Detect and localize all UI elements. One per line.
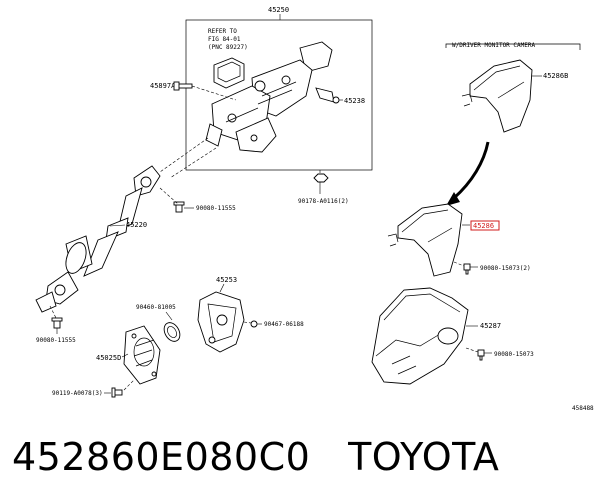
label-90460: 90460-81005 — [136, 304, 176, 311]
bracket-45253 — [197, 291, 245, 353]
leader-90080-15073-2-dash — [453, 261, 465, 267]
label-90467: 90467-06188 — [264, 321, 304, 328]
caption: 452860E080C0 TOYOTA — [12, 432, 592, 482]
transition-arrow — [453, 141, 490, 200]
leader-90080-lower-dash — [49, 305, 57, 319]
nut-45238 — [332, 96, 340, 104]
leader-45253 — [219, 283, 225, 293]
label-90080-upper: 90080-11555 — [196, 205, 236, 212]
bolt-90467 — [250, 320, 258, 328]
refer-note-line2: FIG 84-01 — [208, 36, 241, 43]
bolt-45897a — [173, 81, 193, 91]
column-shaft-dash — [159, 137, 217, 179]
cover-45286-highlighted — [387, 203, 463, 277]
intermediate-shaft-45220 — [35, 165, 161, 313]
bolt-90080-upper — [173, 201, 185, 213]
label-45238: 45238 — [344, 97, 365, 105]
label-45253: 45253 — [216, 276, 237, 284]
leader-45897a — [191, 85, 237, 101]
upper-cover-45286b — [461, 59, 533, 133]
label-45220: 45220 — [126, 221, 147, 229]
leader-90080-upper-dash — [159, 187, 179, 205]
label-90080-15073: 90080-15073 — [494, 351, 534, 358]
steering-column-body — [205, 41, 335, 153]
screw-90080-15073 — [477, 349, 485, 361]
parts-diagram: 45250 REFER TO FIG 84-01 (PNC 89227) 458… — [35, 6, 594, 412]
nut-90178 — [313, 173, 329, 183]
boot-45025d — [123, 325, 161, 385]
label-45286b: 45286B — [543, 72, 568, 80]
figure-reference: 458488 — [572, 405, 594, 412]
bolt-90080-lower — [51, 317, 63, 329]
refer-note-line1: REFER TO — [208, 28, 237, 35]
label-45025d: 45025D — [96, 354, 121, 362]
leader-90467-dash — [243, 321, 252, 324]
bolt-90119 — [111, 387, 123, 398]
ring-90460 — [163, 322, 181, 342]
leader-90119-dash — [123, 379, 135, 391]
label-90080-15073-2: 90080-15073(2) — [480, 265, 531, 272]
label-90080-lower: 90080-11555 — [36, 337, 76, 344]
lower-cover-45287 — [371, 287, 469, 385]
refer-note-line3: (PNC 89227) — [208, 44, 248, 51]
caption-part-number: 452860E080C0 — [12, 435, 311, 479]
camera-note-bracket — [445, 43, 581, 50]
leader-90080-15073-dash — [465, 347, 479, 353]
leader-45220 — [109, 224, 126, 227]
highlight-box[interactable] — [470, 220, 500, 231]
label-45250: 45250 — [268, 6, 289, 14]
label-45287: 45287 — [480, 322, 501, 330]
leader-45025d — [121, 353, 129, 358]
caption-brand: TOYOTA — [348, 435, 500, 479]
label-90178: 90178-A0116(2) — [298, 198, 349, 205]
label-90119: 90119-A0078(3) — [52, 390, 103, 397]
transition-arrowhead — [446, 192, 460, 206]
label-camera-note: W/DRIVER MONITOR CAMERA — [452, 42, 535, 49]
ring-90460-inner — [167, 326, 177, 338]
switch-block — [213, 57, 245, 89]
leader-90460 — [165, 311, 173, 321]
label-45897a: 45897A — [150, 82, 176, 90]
label-45286-highlight[interactable]: 45286 — [473, 222, 494, 230]
assembly-box — [185, 19, 373, 171]
screw-90080-15073-2 — [463, 263, 471, 275]
